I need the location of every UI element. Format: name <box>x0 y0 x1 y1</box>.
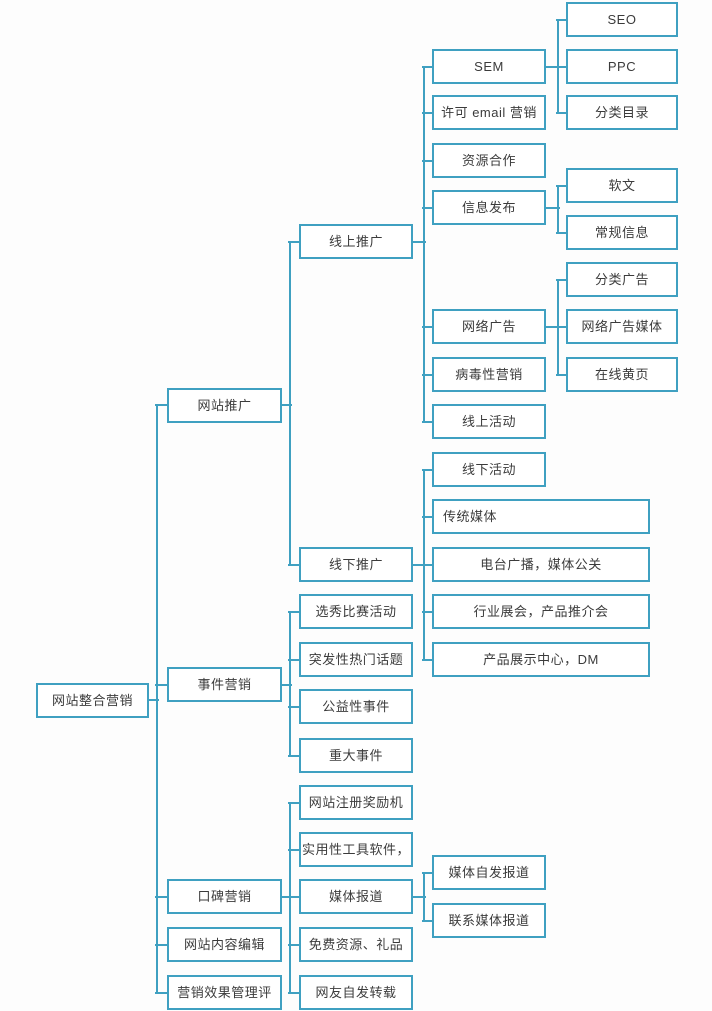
node-label: 分类广告 <box>594 272 649 287</box>
node-site-promotion: 网站推广 <box>167 388 282 423</box>
node-label: 软文 <box>608 178 636 193</box>
node-label: 分类目录 <box>594 105 649 120</box>
node-label: 线下活动 <box>461 462 516 477</box>
node-ppc: PPC <box>566 49 678 84</box>
node-hot-topics: 突发性热门话题 <box>299 642 413 677</box>
node-label: 媒体报道 <box>328 889 383 904</box>
node-trade-shows: 行业展会，产品推介会 <box>432 594 650 629</box>
node-signup-reward: 网站注册奖励机 <box>299 785 413 820</box>
node-label: 网站注册奖励机 <box>308 795 404 810</box>
node-marketing-effect-evaluation: 营销效果管理评 <box>167 975 282 1010</box>
node-label: 网络广告 <box>461 319 516 334</box>
node-label: 选秀比赛活动 <box>315 604 397 619</box>
node-soft-article: 软文 <box>566 168 678 203</box>
node-label: 线上活动 <box>461 414 516 429</box>
node-label: 信息发布 <box>461 200 516 215</box>
node-label: 突发性热门话题 <box>308 652 404 667</box>
node-label: 营销效果管理评 <box>177 985 272 1000</box>
node-major-events: 重大事件 <box>299 738 413 773</box>
node-label: 传统媒体 <box>443 509 498 524</box>
node-online-yellow-pages: 在线黄页 <box>566 357 678 392</box>
node-label: 免费资源、礼品 <box>308 937 404 952</box>
node-label: 电台广播，媒体公关 <box>480 557 602 572</box>
node-utility-software: 实用性工具软件， <box>299 832 413 867</box>
node-label: 事件营销 <box>197 677 252 692</box>
node-label: 常规信息 <box>594 225 649 240</box>
node-directory: 分类目录 <box>566 95 678 130</box>
node-label: SEO <box>607 12 637 27</box>
node-online-activity: 线上活动 <box>432 404 546 439</box>
node-label: PPC <box>607 59 637 74</box>
node-media-coverage: 媒体报道 <box>299 879 413 914</box>
node-offline-activity: 线下活动 <box>432 452 546 487</box>
node-label: 重大事件 <box>328 748 383 763</box>
node-label: 网站推广 <box>197 398 252 413</box>
node-label: 线下推广 <box>328 557 383 572</box>
node-event-marketing: 事件营销 <box>167 667 282 702</box>
node-regular-info: 常规信息 <box>566 215 678 250</box>
node-root: 网站整合营销 <box>36 683 149 718</box>
node-viral-marketing: 病毒性营销 <box>432 357 546 392</box>
node-media-contacted-coverage: 联系媒体报道 <box>432 903 546 938</box>
node-talent-contest: 选秀比赛活动 <box>299 594 413 629</box>
node-label: 网站整合营销 <box>51 693 133 708</box>
node-resource-cooperation: 资源合作 <box>432 143 546 178</box>
node-online-ad-media: 网络广告媒体 <box>566 309 678 344</box>
node-media-spontaneous-coverage: 媒体自发报道 <box>432 855 546 890</box>
node-offline-promotion: 线下推广 <box>299 547 413 582</box>
node-sem: SEM <box>432 49 546 84</box>
node-seo: SEO <box>566 2 678 37</box>
node-label: 病毒性营销 <box>455 367 523 382</box>
node-traditional-media: 传统媒体 <box>432 499 650 534</box>
node-label: 网友自发转载 <box>315 985 397 1000</box>
node-label: 媒体自发报道 <box>448 865 530 880</box>
node-classified-ads: 分类广告 <box>566 262 678 297</box>
node-free-resources-gifts: 免费资源、礼品 <box>299 927 413 962</box>
node-label: 公益性事件 <box>322 699 390 714</box>
node-info-release: 信息发布 <box>432 190 546 225</box>
node-label: 许可 email 营销 <box>441 105 537 120</box>
node-label: 行业展会，产品推介会 <box>473 604 609 619</box>
node-showroom-dm: 产品展示中心，DM <box>432 642 650 677</box>
node-label: 实用性工具软件， <box>301 842 410 857</box>
node-online-ads: 网络广告 <box>432 309 546 344</box>
node-radio-media-pr: 电台广播，媒体公关 <box>432 547 650 582</box>
node-label: 网络广告媒体 <box>581 319 663 334</box>
node-label: SEM <box>474 59 504 74</box>
node-online-promotion: 线上推广 <box>299 224 413 259</box>
node-email-marketing: 许可 email 营销 <box>432 95 546 130</box>
node-charity-events: 公益性事件 <box>299 689 413 724</box>
node-site-content-editing: 网站内容编辑 <box>167 927 282 962</box>
node-word-of-mouth-marketing: 口碑营销 <box>167 879 282 914</box>
node-label: 产品展示中心，DM <box>483 652 599 667</box>
node-label: 线上推广 <box>328 234 383 249</box>
node-label: 联系媒体报道 <box>448 913 530 928</box>
node-label: 网站内容编辑 <box>183 937 265 952</box>
node-label: 在线黄页 <box>594 367 649 382</box>
node-label: 资源合作 <box>461 153 516 168</box>
node-user-repost: 网友自发转载 <box>299 975 413 1010</box>
node-label: 口碑营销 <box>197 889 252 904</box>
